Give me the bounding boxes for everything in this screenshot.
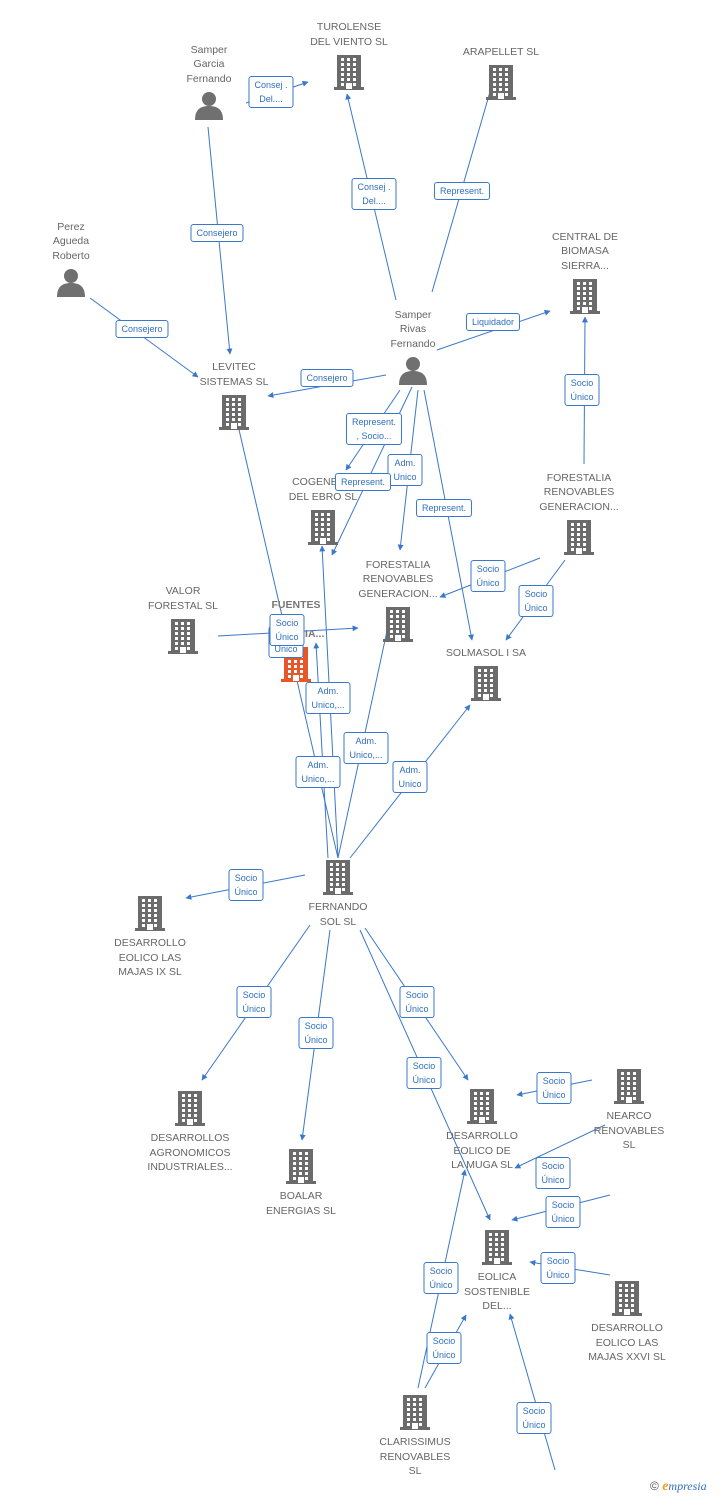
person-icon	[57, 269, 85, 297]
edge-label[interactable]: Socio Único	[564, 374, 600, 406]
person-icon	[195, 92, 223, 120]
building-icon	[334, 55, 364, 90]
building-icon	[323, 860, 353, 895]
edge-line	[514, 1124, 606, 1169]
node-label: ARAPELLET SL	[462, 45, 540, 58]
edge-label[interactable]: Socio Único	[399, 986, 435, 1018]
node-samper-garcia[interactable]: Samper Garcia Fernando	[149, 43, 269, 120]
node-label: CENTRAL DE BIOMASA SIERRA...	[551, 230, 619, 272]
node-arapellet[interactable]: ARAPELLET SL	[441, 45, 561, 102]
node-valor[interactable]: VALOR FORESTAL SL	[123, 584, 243, 655]
node-label: FORESTALIA RENOVABLES GENERACION...	[358, 558, 438, 600]
edge-label[interactable]: Represent.	[433, 182, 491, 200]
node-label: DESARROLLO EOLICO DE LA MUGA SL	[446, 1130, 518, 1171]
edge-line	[508, 1313, 556, 1471]
building-icon	[612, 1281, 642, 1316]
node-majas-ix[interactable]: DESARROLLO EOLICO LAS MAJAS IX SL	[90, 894, 210, 980]
edge-label[interactable]: Consejero	[190, 224, 244, 242]
node-boalar[interactable]: BOALAR ENERGIAS SL	[241, 1147, 361, 1218]
building-icon	[564, 520, 594, 555]
edge-label[interactable]: Socio Único	[535, 1157, 571, 1189]
edge-label[interactable]: Consej . Del....	[351, 178, 397, 210]
edge-line	[313, 642, 329, 859]
node-samper-rivas[interactable]: Samper Rivas Fernando	[353, 308, 473, 385]
node-central[interactable]: CENTRAL DE BIOMASA SIERRA...	[525, 230, 645, 316]
node-label: DESARROLLO EOLICO LAS MAJAS IX SL	[114, 937, 186, 978]
edge-label[interactable]: Liquidador	[465, 313, 521, 331]
node-label: NEARCO RENOVABLES SL	[593, 1110, 665, 1151]
edge-label[interactable]: Adm. Unico,...	[305, 682, 351, 714]
node-label: FORESTALIA RENOVABLES GENERACION...	[539, 471, 619, 513]
building-icon	[614, 1069, 644, 1104]
edge-label[interactable]: Socio Único	[536, 1072, 572, 1104]
building-icon	[570, 279, 600, 314]
node-label: VALOR FORESTAL SL	[147, 585, 219, 612]
node-clarissimus[interactable]: CLARISSIMUS RENOVABLES SL	[355, 1393, 475, 1479]
edge-label[interactable]: Socio Único	[236, 986, 272, 1018]
edge-label[interactable]: Consej . Del....	[248, 76, 294, 108]
node-turolense[interactable]: TUROLENSE DEL VIENTO SL	[289, 20, 409, 91]
building-icon	[471, 666, 501, 701]
edge-label[interactable]: Socio Único	[228, 869, 264, 901]
edge-label[interactable]: Consejero	[115, 320, 169, 338]
building-icon	[486, 65, 516, 100]
node-forestalia-top[interactable]: FORESTALIA RENOVABLES GENERACION...	[519, 471, 639, 557]
building-icon	[168, 619, 198, 654]
person-icon	[399, 357, 427, 385]
node-label: CLARISSIMUS RENOVABLES SL	[379, 1436, 451, 1477]
edge-label[interactable]: Socio Único	[423, 1262, 459, 1294]
brand-logo: empresia	[662, 1479, 707, 1494]
node-levitec[interactable]: LEVITEC SISTEMAS SL	[174, 360, 294, 431]
node-label: Samper Garcia Fernando	[186, 43, 232, 85]
edge-label[interactable]: Represent. , Socio...	[345, 413, 403, 445]
node-perez[interactable]: Perez Agueda Roberto	[11, 220, 131, 297]
building-icon	[219, 395, 249, 430]
node-fernando-sol[interactable]: FERNANDO SOL SL	[278, 858, 398, 929]
node-label: TUROLENSE DEL VIENTO SL	[310, 21, 388, 48]
node-nearco[interactable]: NEARCO RENOVABLES SL	[569, 1067, 689, 1153]
building-icon	[135, 896, 165, 931]
node-label: Perez Agueda Roberto	[52, 220, 90, 262]
node-label: Samper Rivas Fernando	[390, 308, 436, 350]
node-label: EOLICA SOSTENIBLE DEL...	[464, 1271, 530, 1312]
building-icon	[383, 607, 413, 642]
edge-label[interactable]: Adm. Unico,...	[343, 732, 389, 764]
edge-label[interactable]: Socio Único	[269, 614, 305, 646]
edge-label[interactable]: Socio Único	[298, 1017, 334, 1049]
node-majas-xxvi[interactable]: DESARROLLO EOLICO LAS MAJAS XXVI SL	[567, 1279, 687, 1365]
node-label: DESARROLLOS AGRONOMICOS INDUSTRIALES...	[147, 1132, 233, 1173]
edge-label[interactable]: Socio Único	[406, 1057, 442, 1089]
building-icon	[482, 1230, 512, 1265]
edge-label[interactable]: Adm. Unico,...	[295, 756, 341, 788]
edge-label[interactable]: Socio Único	[426, 1332, 462, 1364]
edge-label[interactable]: Represent.	[415, 499, 473, 517]
footer-credit: © empresia	[650, 1479, 707, 1495]
edge-label[interactable]: Socio Único	[540, 1252, 576, 1284]
edge-label[interactable]: Socio Único	[545, 1196, 581, 1228]
building-icon	[286, 1149, 316, 1184]
node-label: FERNANDO SOL SL	[308, 901, 368, 928]
node-label: BOALAR ENERGIAS SL	[265, 1190, 337, 1217]
node-eolica[interactable]: EOLICA SOSTENIBLE DEL...	[437, 1228, 557, 1314]
edge-label[interactable]: Socio Único	[470, 560, 506, 592]
node-label: SOLMASOL I SA	[445, 646, 527, 659]
node-agronomicos[interactable]: DESARROLLOS AGRONOMICOS INDUSTRIALES...	[130, 1089, 250, 1175]
node-label: DESARROLLO EOLICO LAS MAJAS XXVI SL	[588, 1322, 666, 1363]
building-icon	[308, 510, 338, 545]
edge-label[interactable]: Socio Único	[518, 585, 554, 617]
copyright-symbol: ©	[650, 1479, 659, 1493]
building-icon	[467, 1089, 497, 1124]
edge-label[interactable]: Adm. Unico	[387, 454, 423, 486]
node-forestalia-mid[interactable]: FORESTALIA RENOVABLES GENERACION...	[338, 558, 458, 644]
building-icon	[175, 1091, 205, 1126]
edge-label[interactable]: Socio Único	[516, 1402, 552, 1434]
edge-label[interactable]: Consejero	[300, 369, 354, 387]
building-icon	[400, 1395, 430, 1430]
edge-label[interactable]: Represent.	[334, 473, 392, 491]
edge-label[interactable]: Adm. Unico	[392, 761, 428, 793]
node-label: LEVITEC SISTEMAS SL	[199, 361, 269, 388]
node-muga[interactable]: DESARROLLO EOLICO DE LA MUGA SL	[422, 1087, 542, 1173]
node-solmasol[interactable]: SOLMASOL I SA	[426, 646, 546, 703]
